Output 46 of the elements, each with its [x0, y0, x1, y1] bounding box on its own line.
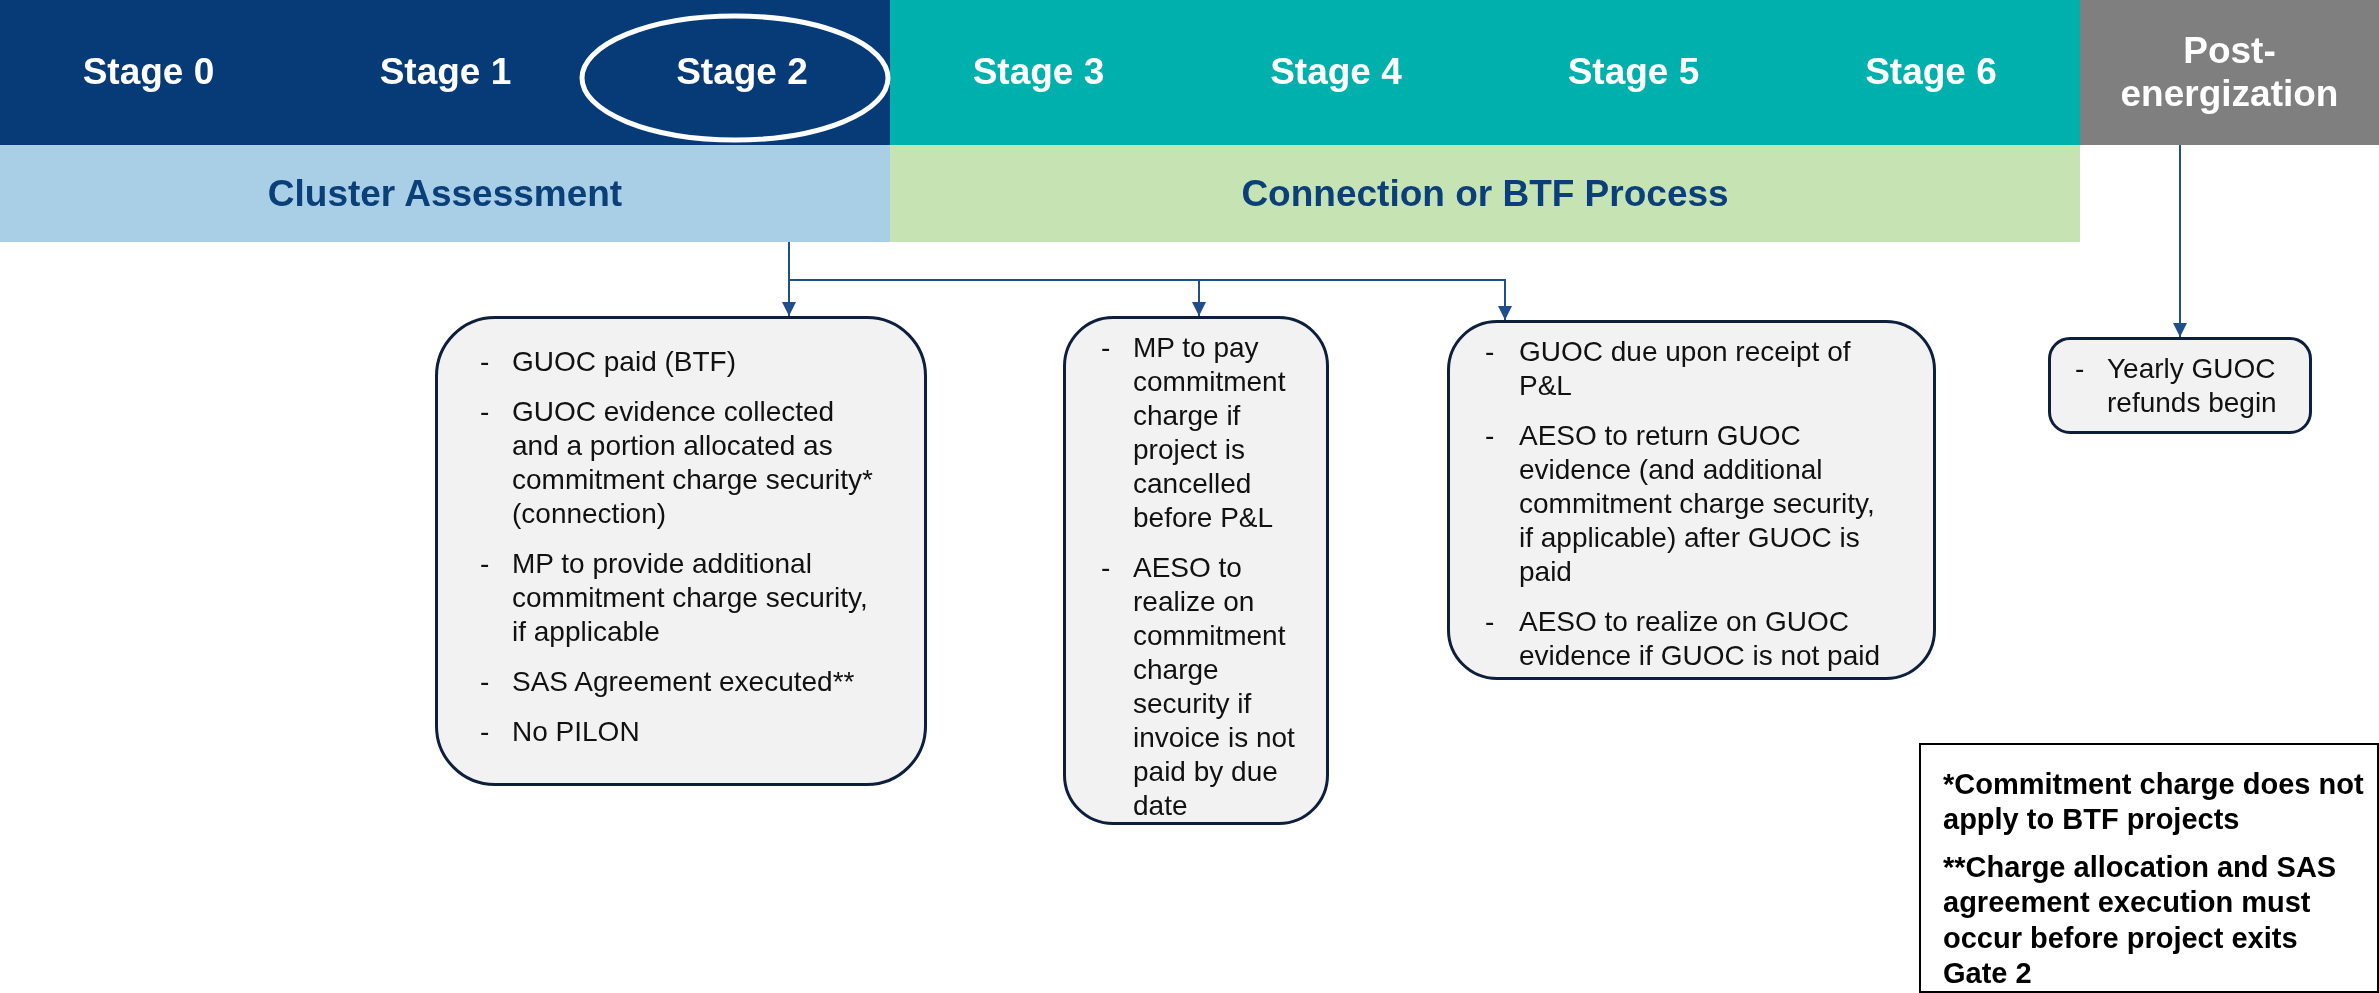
rounded-box — [435, 316, 927, 786]
bullet-marker: - — [1101, 551, 1111, 585]
bullet-marker: - — [1485, 605, 1495, 639]
bullet-text: MP to pay commitment charge if project is cancelled before P&L — [1133, 332, 1286, 533]
rounded-box — [1063, 316, 1329, 825]
stage-label: Stage 1 — [379, 51, 512, 94]
bullet-text: GUOC evidence collected and a portion allocated as commitment charge security* (connection) — [512, 396, 873, 529]
stage-cell — [0, 0, 297, 145]
bullet-text: GUOC paid (BTF) — [512, 346, 737, 377]
stage-label: Stage 5 — [1567, 51, 1700, 94]
bullet-marker: - — [480, 547, 490, 581]
stage-cell — [2080, 0, 2379, 145]
bullet-text: AESO to return GUOC evidence (and additional commitment charge security, if applicable) after GUOC is paid — [1519, 420, 1875, 587]
rounded-box — [1447, 320, 1936, 680]
stage-label: Stage 4 — [1270, 51, 1402, 94]
arrow — [2173, 144, 2187, 338]
bullet-marker: - — [480, 345, 490, 379]
rounded-box — [2048, 337, 2312, 434]
bullet-marker: - — [480, 395, 490, 429]
stage-label: Stage 2 — [676, 51, 808, 94]
stage-label: Stage 0 — [82, 51, 215, 94]
phase-label: Connection or BTF Process — [1241, 172, 1729, 215]
bullet-text: SAS Agreement executed** — [512, 666, 855, 697]
bullet-marker: - — [2075, 352, 2085, 386]
bullet-marker: - — [1485, 419, 1495, 453]
stage-label: Stage 6 — [1865, 51, 1997, 94]
bullet-text: GUOC due upon receipt of P&L — [1519, 336, 1851, 401]
bullet-text: Yearly GUOC refunds begin — [2107, 353, 2277, 418]
footnote-text: **Charge allocation and SAS agreement execution must occur before project exits Gate 2 — [1943, 849, 2338, 991]
stage-cell — [1782, 0, 2080, 145]
bullet-marker: - — [480, 715, 490, 749]
stage-label: Post-energization — [2119, 29, 2340, 116]
footnote-text: *Commitment charge does not apply to BTF projects — [1943, 767, 2365, 838]
phase-band — [0, 145, 890, 242]
stage-cell — [890, 0, 1187, 145]
stage-label: Stage 3 — [972, 51, 1105, 94]
bullet-text: No PILON — [512, 716, 640, 747]
footnote-box — [1919, 743, 2379, 993]
bullet-text: AESO to realize on commitment charge security if invoice is not paid by due date — [1133, 552, 1295, 821]
phase-band — [890, 145, 2080, 242]
bullet-text: AESO to realize on GUOC evidence if GUOC is not paid — [1519, 606, 1881, 671]
bullet-marker: - — [1485, 335, 1495, 369]
bullet-text: MP to provide additional commitment charge security, if applicable — [512, 548, 868, 647]
bullet-marker: - — [1101, 331, 1111, 365]
phase-label: Cluster Assessment — [267, 172, 623, 215]
bullet-marker: - — [480, 665, 490, 699]
